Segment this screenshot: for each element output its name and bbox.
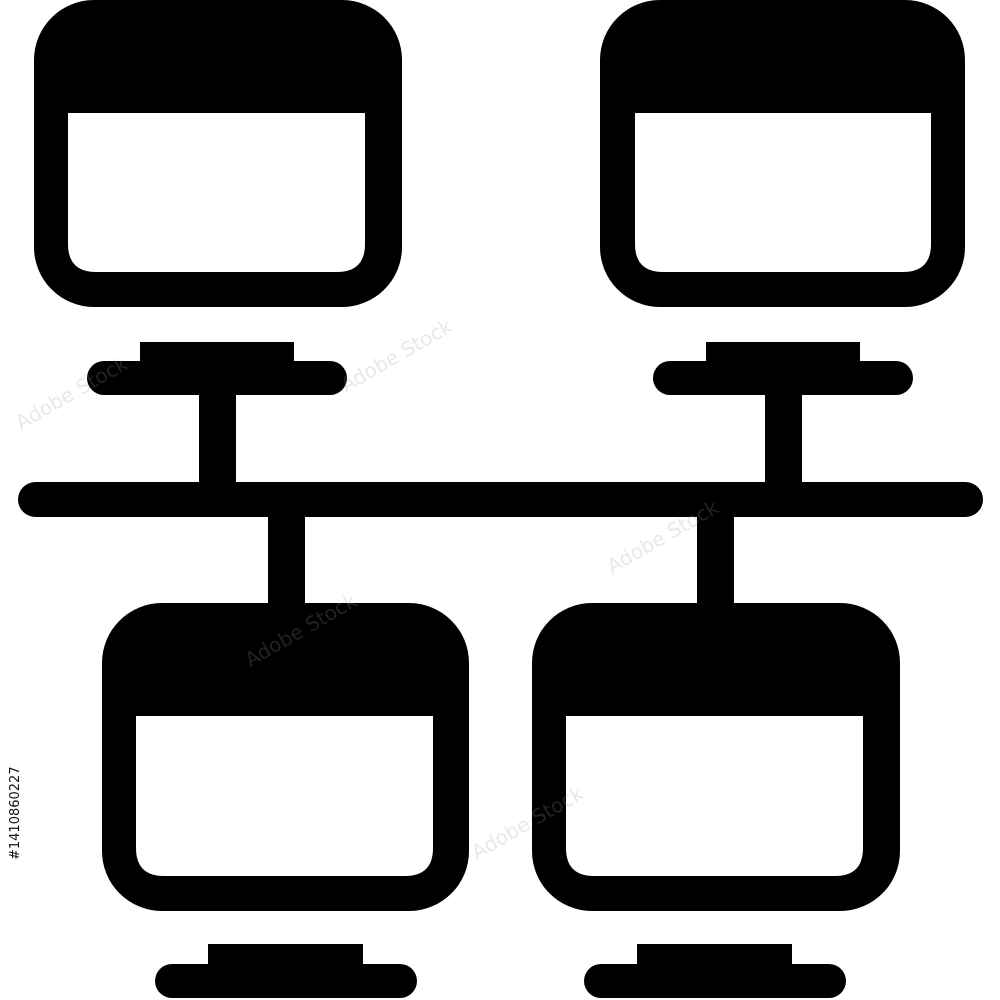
monitor-top-left-screen	[68, 113, 365, 272]
monitor-top-right-icon	[600, 0, 965, 492]
monitor-bottom-left-icon	[102, 505, 469, 998]
monitor-top-left-stand-base	[87, 361, 347, 395]
monitor-top-right-stand-base	[653, 361, 913, 395]
connector-top-left	[199, 380, 236, 492]
connector-top-right	[765, 380, 802, 492]
monitor-bottom-left-stand-base	[155, 964, 417, 998]
connector-bottom-right	[697, 505, 734, 615]
network-bus-line	[18, 482, 983, 517]
monitor-top-right-screen	[635, 113, 931, 272]
watermark-brand-text: Adobe Stock	[336, 314, 457, 397]
watermark-asset-id: #1410860227	[8, 766, 23, 860]
connector-bottom-left	[268, 505, 305, 615]
monitor-bottom-right-screen	[566, 716, 863, 876]
monitor-bottom-left-screen	[136, 716, 433, 876]
monitor-bottom-right-stand-base	[584, 964, 846, 998]
monitor-top-left-icon	[34, 0, 402, 492]
monitor-bottom-right-icon	[532, 505, 900, 998]
